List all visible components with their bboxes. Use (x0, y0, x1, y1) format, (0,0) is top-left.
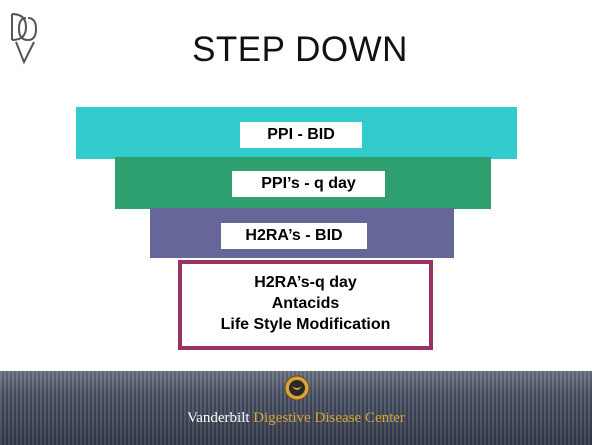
tier-4-line-1: H2RA’s-q day (254, 274, 357, 291)
footer-name-part-1: Vanderbilt (187, 410, 254, 426)
vanderbilt-oak-leaf-icon (284, 375, 310, 401)
tier-3-label: H2RA’s - BID (221, 223, 367, 249)
tier-4-line-3: Life Style Modification (220, 316, 391, 333)
tier-1-label: PPI - BID (240, 122, 362, 148)
footer-name-part-2: Digestive Disease Center (253, 410, 405, 426)
footer-center-name: Vanderbilt Digestive Disease Center (0, 410, 592, 427)
ddc-logo (11, 13, 38, 65)
tier-4-label: H2RA’s-q day Antacids Life Style Modific… (186, 268, 425, 342)
tier-4-line-2: Antacids (271, 295, 340, 312)
tier-base (178, 260, 433, 350)
tier-2-label: PPI’s - q day (232, 171, 385, 197)
slide-title: STEP DOWN (192, 30, 408, 69)
